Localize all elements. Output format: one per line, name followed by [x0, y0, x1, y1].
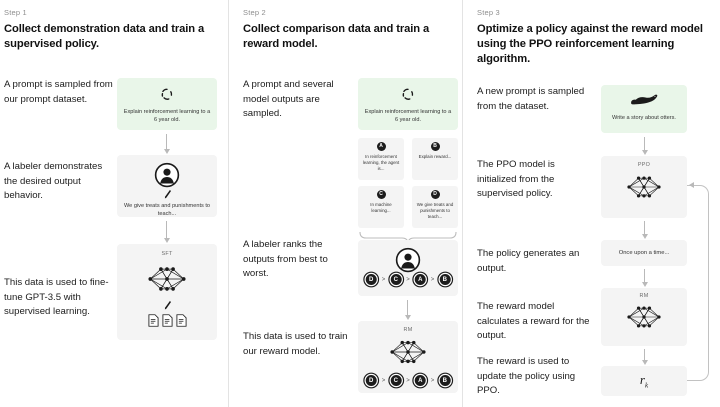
rank-sep-3: >: [430, 276, 435, 283]
rm-rank-badge-2: C: [390, 375, 402, 386]
step-1-description-3: This data is used to fine-tune GPT-3.5 w…: [4, 277, 109, 318]
ppo-feedback-arrowhead: [689, 182, 694, 188]
recycle-icon: [117, 87, 217, 101]
step-3-rm-label: RM: [639, 293, 649, 299]
step-3-prompt-text: Write a story about otters.: [612, 115, 676, 121]
step-3-ppo-card[interactable]: PPO: [601, 156, 687, 218]
step-3-arrow-2: [641, 221, 648, 239]
step-3-prompt-card[interactable]: Write a story about otters.: [601, 85, 687, 133]
step-1-column: Step 1 Collect demonstration data and tr…: [0, 0, 228, 407]
rm-rank-badge-3: A: [414, 375, 426, 386]
option-badge-a: A: [376, 142, 386, 151]
rank-sep-1: >: [381, 276, 386, 283]
step-3-ppo-label: PPO: [637, 162, 651, 168]
documents-icon: [117, 314, 217, 327]
reward-symbol: rk: [601, 372, 687, 390]
step-3-description-5: The reward is used to update the policy …: [477, 356, 576, 397]
step-3-label: Step 3: [477, 8, 500, 17]
step-2-output-d[interactable]: D We give treats and punishments to teac…: [412, 186, 458, 228]
rm-rank-badge-4: B: [439, 375, 451, 386]
step-3-arrow-1: [641, 137, 648, 155]
person-icon: [358, 247, 458, 273]
rank-badge-3: A: [414, 274, 426, 285]
pencil-icon: [117, 300, 217, 311]
step-3-output-text: Once upon a time...: [618, 250, 670, 256]
ppo-feedback-loop: [687, 185, 709, 381]
step-2-rm-card[interactable]: RM: [358, 321, 458, 393]
option-badge-d: D: [430, 190, 440, 199]
step-2-output-b-text: Explain reward...: [418, 154, 452, 159]
rm-rank-sep-1: >: [381, 377, 386, 384]
step-3-description-2: The PPO model is initialized from the su…: [477, 159, 555, 200]
step-2-output-b[interactable]: B Explain reward...: [412, 138, 458, 180]
step-3-output-card[interactable]: Once upon a time...: [601, 240, 687, 266]
step-1-description-1: A prompt is sampled from our prompt data…: [4, 79, 113, 105]
pencil-icon: [117, 189, 217, 200]
neural-network-icon: [601, 170, 687, 204]
neural-network-icon: [117, 260, 217, 298]
step-2-output-c-text: In machine learning...: [370, 202, 392, 214]
step-1-description-2: A labeler demonstrates the desired outpu…: [4, 161, 103, 202]
step-1-sft-label: SFT: [161, 251, 173, 257]
rm-rank-sep-2: >: [406, 377, 410, 384]
step-3-rm-card[interactable]: RM: [601, 288, 687, 346]
step-2-ranking-card[interactable]: D > C > A > B: [358, 240, 458, 296]
step-2-arrow: [404, 300, 411, 320]
option-badge-c: C: [376, 190, 386, 199]
step-3-arrow-3: [641, 269, 648, 287]
step-3-arrow-4: [641, 349, 648, 365]
otter-icon: [601, 93, 687, 107]
option-badge-b: B: [430, 142, 440, 151]
step-1-label: Step 1: [4, 8, 27, 17]
step-1-sft-card[interactable]: SFT: [117, 244, 217, 340]
step-1-labeler-text: We give treats and punishments to teach.…: [123, 203, 211, 218]
step-2-description-1: A prompt and several model outputs are s…: [243, 79, 334, 120]
step-1-title: Collect demonstration data and train a s…: [4, 23, 205, 50]
reward-symbol-base: r: [639, 372, 645, 387]
step-2-label: Step 2: [243, 8, 266, 17]
step-3-title: Optimize a policy against the reward mod…: [477, 23, 703, 65]
step-2-prompt-text: Explain reinforcement learning to a 6 ye…: [364, 109, 452, 124]
step-3-reward-card[interactable]: rk: [601, 366, 687, 396]
step-2-prompt-card[interactable]: Explain reinforcement learning to a 6 ye…: [358, 78, 458, 130]
step-1-arrow-2: [163, 221, 170, 243]
step-3-column: Step 3 Optimize a policy against the rew…: [462, 0, 720, 407]
step-1-prompt-text: Explain reinforcement learning to a 6 ye…: [123, 109, 211, 124]
neural-network-icon: [601, 300, 687, 334]
step-2-column: Step 2 Collect comparison data and train…: [228, 0, 462, 407]
step-2-description-3: This data is used to train our reward mo…: [243, 331, 348, 357]
step-2-rm-ranking-row: D > C > A > B: [365, 375, 451, 386]
step-1-prompt-card[interactable]: Explain reinforcement learning to a 6 ye…: [117, 78, 217, 130]
step-2-ranking-row: D > C > A > B: [365, 274, 451, 285]
neural-network-icon: [358, 334, 458, 370]
rm-rank-badge-1: D: [365, 375, 377, 386]
step-2-title: Collect comparison data and train a rewa…: [243, 23, 430, 50]
rank-badge-4: B: [439, 274, 451, 285]
step-1-arrow-1: [163, 134, 170, 154]
step-3-description-1: A new prompt is sampled from the dataset…: [477, 86, 585, 112]
recycle-icon: [358, 87, 458, 101]
step-1-labeler-card[interactable]: We give treats and punishments to teach.…: [117, 155, 217, 217]
step-3-description-4: The reward model calculates a reward for…: [477, 301, 590, 342]
step-2-output-d-text: We give treats and punishments to teach.…: [416, 202, 454, 220]
step-2-rm-label: RM: [403, 327, 413, 333]
step-3-description-3: The policy generates an output.: [477, 248, 580, 274]
rm-rank-sep-3: >: [430, 377, 435, 384]
step-2-description-2: A labeler ranks the outputs from best to…: [243, 239, 328, 280]
rank-badge-2: C: [390, 274, 402, 285]
rank-badge-1: D: [365, 274, 377, 285]
person-icon: [117, 162, 217, 188]
step-2-output-a[interactable]: A In reinforcement learning, the agent i…: [358, 138, 404, 180]
reward-symbol-subscript: k: [644, 381, 649, 390]
step-2-output-a-text: In reinforcement learning, the agent is.…: [362, 154, 400, 172]
rank-sep-2: >: [406, 276, 410, 283]
step-2-output-c[interactable]: C In machine learning...: [358, 186, 404, 228]
